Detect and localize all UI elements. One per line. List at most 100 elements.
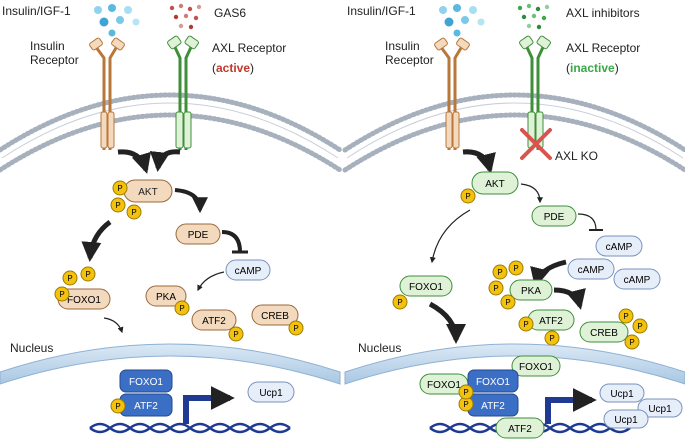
axl-active-word: active [216, 61, 250, 75]
knockout-x-icon [520, 128, 552, 160]
nuclear-foxo1-left [119, 369, 173, 393]
akt-phospho-left: P P P [110, 180, 142, 220]
insulin-receptor-label-right-2: Receptor [385, 53, 434, 67]
axl-ko-label: AXL KO [555, 149, 598, 163]
atf2-phospho-right-1 [518, 316, 534, 332]
insulin-receptor-label-left-2: Receptor [30, 53, 79, 67]
svg-text:cAMP: cAMP [606, 242, 633, 253]
atf2-label-left: ATF2 [202, 316, 226, 327]
svg-text:P: P [465, 192, 470, 201]
svg-text:P: P [179, 304, 184, 313]
insulin-molecules-right [439, 4, 485, 37]
transcription-arrow-left [183, 386, 235, 424]
akt-label-left: AKT [138, 187, 157, 198]
svg-text:P: P [513, 264, 518, 273]
pka-label-right: PKA [521, 286, 541, 297]
svg-text:FOXO1: FOXO1 [427, 380, 461, 391]
nuclear-atf2-label-right: ATF2 [481, 401, 505, 412]
left-membrane [0, 92, 343, 173]
camp-node-right-2 [567, 258, 615, 280]
svg-text:P: P [293, 324, 298, 333]
insulin-receptor-label-left-1: Insulin [30, 39, 65, 53]
axl-label-left: AXL Receptor [212, 41, 286, 55]
pde-label-right: PDE [544, 212, 565, 223]
arrow-akt-pde-left [174, 188, 208, 214]
svg-text:P: P [131, 208, 136, 217]
nuclear-atf2-green [495, 417, 545, 439]
svg-text:cAMP: cAMP [578, 265, 605, 276]
ucp1-node-right-3 [603, 409, 649, 429]
ucp1-node-right-2 [637, 398, 683, 418]
svg-text:FOXO1: FOXO1 [519, 362, 553, 373]
foxo1-node-right [399, 275, 453, 297]
nuclear-foxo1-green-2 [511, 355, 561, 377]
nuclear-foxo1-label-right: FOXO1 [476, 377, 510, 388]
nuclear-foxo1-label-left: FOXO1 [129, 377, 163, 388]
creb-label-left: CREB [261, 311, 289, 322]
pde-node-right [531, 205, 577, 227]
insulin-receptor-label-right-1: Insulin [385, 39, 420, 53]
nuclear-envelope-right [344, 343, 685, 385]
arrow-ir-akt-left [117, 149, 151, 174]
svg-text:P: P [623, 312, 628, 321]
atf2-node-left [191, 309, 237, 331]
svg-text:P: P [59, 290, 64, 299]
pka-phospho-left [174, 300, 190, 316]
dna-left [89, 422, 291, 434]
right-membrane [342, 92, 685, 173]
creb-node-left [251, 304, 299, 326]
inhibit-pde-camp-left [221, 230, 242, 253]
svg-text:P: P [493, 284, 498, 293]
svg-text:P: P [629, 338, 634, 347]
svg-text:P: P [85, 270, 90, 279]
pka-node-left [145, 285, 187, 307]
nuclear-atf2-label-left: ATF2 [134, 401, 158, 412]
axl-inhibitor-molecules [517, 3, 550, 30]
svg-text:P: P [505, 298, 510, 307]
arrow-foxo1-nucleus-right [428, 301, 466, 344]
svg-text:P: P [67, 274, 72, 283]
ucp1-node-right-1 [599, 383, 645, 403]
svg-text:P: P [463, 400, 468, 409]
insulin-label-left: Insulin/IGF-1 [2, 4, 71, 18]
right-panel: Insulin/IGF-1 AXL inhibitors Insulin Rec… [342, 3, 685, 439]
arrow-akt-pde-right [520, 183, 543, 204]
foxo1-phospho-left: P P P [54, 266, 96, 302]
svg-text:Ucp1: Ucp1 [610, 389, 634, 400]
svg-text:P: P [523, 320, 528, 329]
atf2-phospho-left [228, 326, 244, 342]
svg-text:P: P [397, 298, 402, 307]
gas6-molecules [169, 3, 202, 30]
axl-inhibitors-label: AXL inhibitors [566, 6, 640, 20]
pka-node-right [509, 279, 553, 301]
ucp1-node-left [247, 381, 295, 403]
foxo1-label-right: FOXO1 [409, 282, 443, 293]
arrow-camp-pka-left [197, 271, 225, 292]
axl-receptor-left [167, 35, 199, 150]
axl-state-left: (active) [212, 61, 254, 75]
svg-text:cAMP: cAMP [624, 275, 651, 286]
svg-text:P: P [549, 334, 554, 343]
axl-inactive-word: inactive [570, 61, 615, 75]
svg-text:ATF2: ATF2 [508, 424, 532, 435]
akt-label-right: AKT [485, 179, 504, 190]
foxo1-phospho-right [392, 294, 408, 310]
nucleus-label-right: Nucleus [358, 341, 401, 355]
nuclear-foxo1-phospho-right [458, 384, 474, 400]
ucp1-label-left: Ucp1 [259, 388, 283, 399]
inhibit-pde-camp-right [577, 213, 597, 231]
foxo1-label-left: FOXO1 [67, 295, 101, 306]
camp-label-left: cAMP [235, 266, 262, 277]
creb-phospho-right: P P P [618, 308, 648, 350]
svg-text:P: P [637, 322, 642, 331]
arrow-akt-foxo1-left [81, 219, 112, 262]
akt-node-right [471, 171, 519, 195]
svg-text:Ucp1: Ucp1 [648, 404, 672, 415]
pde-node-left [175, 223, 221, 245]
creb-node-right [579, 321, 629, 343]
left-panel: Insulin/IGF-1 GAS6 Insulin Receptor [0, 3, 343, 434]
svg-text:P: P [115, 201, 120, 210]
svg-text:P: P [463, 388, 468, 397]
axl-label-right: AXL Receptor [566, 41, 640, 55]
